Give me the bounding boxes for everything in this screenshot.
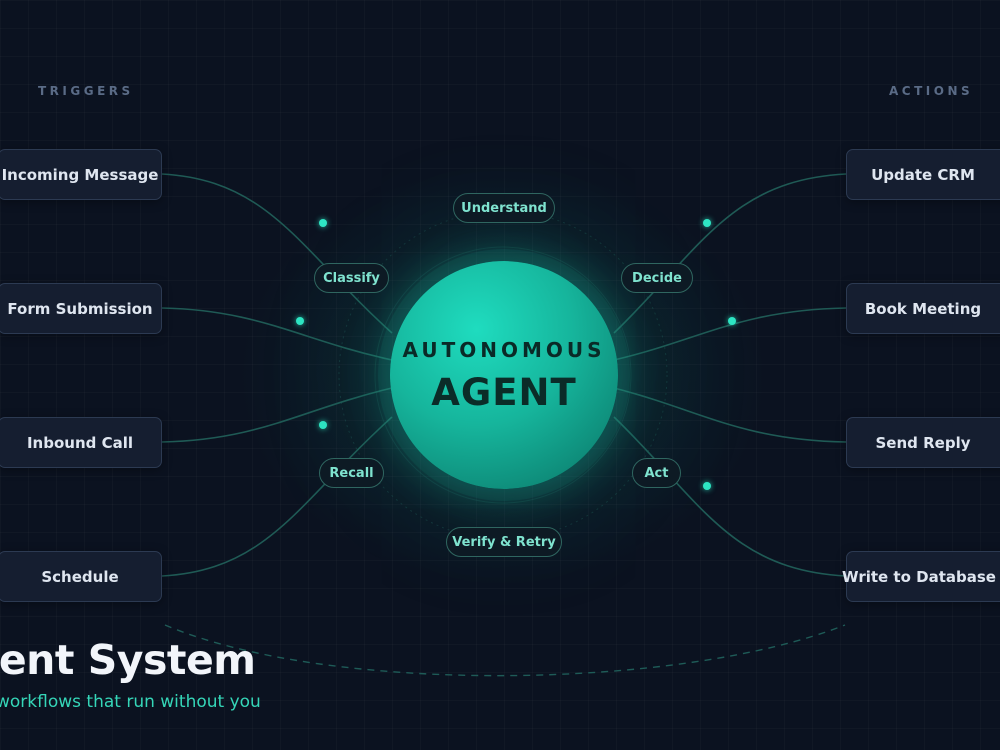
trigger-inbound-call[interactable]: Inbound Call [0, 417, 162, 468]
connector-incoming-message [161, 173, 393, 334]
step-recall[interactable]: Recall [319, 458, 384, 488]
inner-orbit-ring [374, 246, 632, 504]
connector-write-database [613, 416, 847, 577]
connector-inbound-call [161, 387, 393, 443]
glow-dot [319, 421, 327, 429]
trigger-schedule[interactable]: Schedule [0, 551, 162, 602]
trigger-incoming-message[interactable]: Incoming Message [0, 149, 162, 200]
page-subtitle: workflows that run without you [0, 692, 261, 712]
bottom-dashed-arc [164, 624, 846, 677]
action-book-meeting[interactable]: Book Meeting [846, 283, 1000, 334]
triggers-heading: TRIGGERS [38, 84, 134, 98]
connector-form-submission [161, 307, 393, 361]
page-title: gent System [0, 636, 256, 684]
glow-dot [703, 482, 711, 490]
connector-update-crm [613, 173, 847, 334]
core-label-line1: AUTONOMOUS [402, 338, 606, 362]
core-label-line2: AGENT [431, 371, 577, 414]
step-verify-retry[interactable]: Verify & Retry [446, 527, 562, 557]
autonomous-agent-core[interactable]: AUTONOMOUS AGENT [390, 261, 618, 489]
connector-schedule [161, 416, 393, 577]
outer-orbit-ring [338, 210, 668, 540]
actions-heading: ACTIONS [889, 84, 974, 98]
glow-dot [296, 317, 304, 325]
trigger-form-submission[interactable]: Form Submission [0, 283, 162, 334]
step-classify[interactable]: Classify [314, 263, 389, 293]
glow-dot [319, 219, 327, 227]
action-update-crm[interactable]: Update CRM [846, 149, 1000, 200]
glow-dot [703, 219, 711, 227]
step-understand[interactable]: Understand [453, 193, 555, 223]
action-write-to-database[interactable]: Write to Database [842, 551, 1000, 602]
action-send-reply[interactable]: Send Reply [846, 417, 1000, 468]
connector-book-meeting [613, 307, 847, 361]
connector-send-reply [613, 387, 847, 443]
step-act[interactable]: Act [632, 458, 681, 488]
step-decide[interactable]: Decide [621, 263, 693, 293]
glow-dot [728, 317, 736, 325]
